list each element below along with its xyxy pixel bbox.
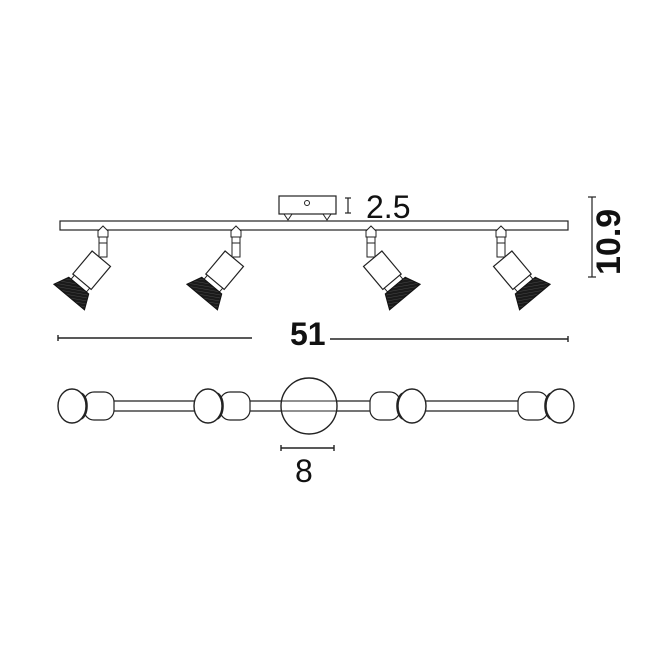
top-view (57, 377, 574, 451)
canopy-height-label: 2.5 (366, 189, 411, 225)
total-length-dim (57, 335, 569, 342)
canopy-screw-icon (304, 200, 310, 206)
total-height-label: 10.9 (590, 208, 628, 275)
total-height-dim (588, 196, 596, 278)
total-length-label: 51 (290, 316, 326, 352)
canopy-disc (280, 377, 338, 435)
canopy-height-dim (345, 197, 351, 214)
canopy-diameter-label: 8 (295, 453, 313, 489)
side-view (53, 195, 596, 342)
canopy-diameter-dim (280, 445, 335, 451)
track-bar (59, 220, 569, 231)
